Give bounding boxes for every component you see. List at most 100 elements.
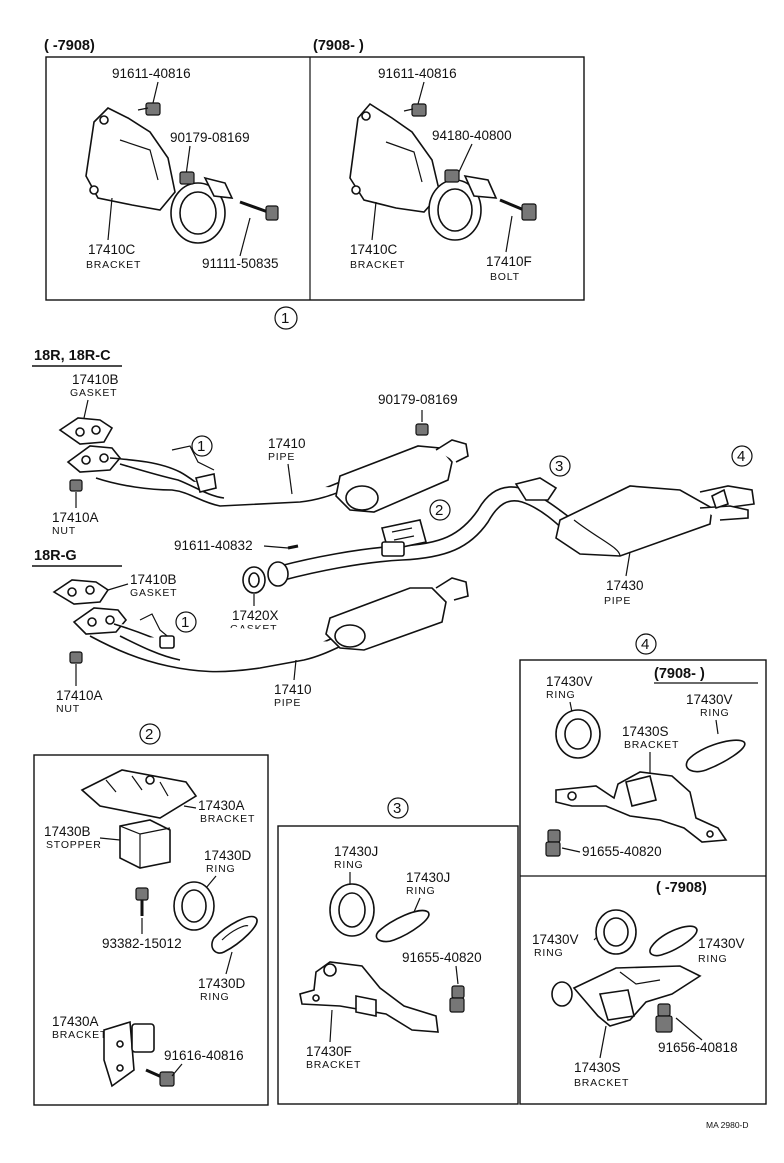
callout-1-marker: 1 — [274, 306, 298, 330]
pipe-label: PIPE — [274, 697, 301, 709]
pipe-part-number: 17430 — [606, 578, 644, 593]
nut-part-number: 17410A — [56, 688, 103, 703]
ring-icon — [595, 909, 637, 955]
leader-line — [263, 545, 289, 549]
leader-line — [371, 201, 377, 241]
bolt-part-number: 91616-40816 — [164, 1048, 244, 1063]
leader-line — [83, 399, 89, 419]
ring-icon — [173, 881, 215, 931]
gasket-part-number: 17420X — [232, 608, 279, 623]
nut-part-number: 90179-08169 — [378, 392, 458, 407]
svg-text:4: 4 — [737, 448, 745, 465]
clamp-icon — [428, 169, 498, 241]
leader-line — [152, 81, 159, 104]
panel-4-top-header: (7908- ) — [654, 666, 705, 682]
ring-part-number: 17430V — [686, 692, 733, 707]
leader-line — [171, 1063, 183, 1077]
svg-text:3: 3 — [393, 800, 401, 817]
bracket-part-number: 17430A — [52, 1014, 99, 1029]
detail-panel-3: 3 17430J RING 17430J RING 91655-40820 17… — [277, 797, 519, 1105]
pipe-part-number: 17410 — [274, 682, 312, 697]
svg-text:4: 4 — [641, 636, 649, 653]
nut-part-number: 90179-08169 — [170, 130, 250, 145]
bolt-part-number: 91655-40820 — [402, 950, 482, 965]
leader-line — [715, 719, 719, 735]
svg-text:1: 1 — [281, 310, 289, 327]
bolt-part-number: 91656-40818 — [658, 1040, 738, 1055]
nut-icon — [69, 479, 83, 492]
ring-label: RING — [200, 991, 229, 1003]
bolt-icon — [135, 887, 149, 916]
bracket-icon — [299, 961, 439, 1033]
leader-line — [99, 837, 121, 841]
bracket-part-number: 17430S — [622, 724, 669, 739]
svg-text:1: 1 — [181, 614, 189, 631]
stopper-part-number: 17430B — [44, 824, 91, 839]
callout-2-marker: 2 — [429, 499, 451, 521]
leader-line — [205, 875, 217, 889]
gasket-part-number: 17410B — [72, 372, 119, 387]
gasket-part-number: 17410B — [130, 572, 177, 587]
ring-icon — [685, 739, 746, 773]
callout-4-marker: 4 — [635, 633, 657, 655]
top-panel-frame — [45, 56, 585, 301]
intermediate-pipe — [279, 486, 579, 581]
bolt-icon — [655, 1003, 673, 1033]
leader-line — [457, 143, 473, 175]
bolt-icon — [145, 1068, 175, 1087]
leader-line — [505, 215, 513, 253]
bracket-icon — [80, 769, 198, 819]
ring-icon — [329, 883, 375, 937]
nut-part-number: 17410A — [52, 510, 99, 525]
leader-line — [185, 145, 191, 176]
bracket-label: BRACKET — [574, 1077, 629, 1089]
leader-line — [287, 463, 293, 495]
flange-icon — [72, 607, 128, 635]
bracket-label: BRACKET — [52, 1029, 107, 1041]
ring-label: RING — [206, 863, 235, 875]
nut-part-number: 94180-40800 — [432, 128, 512, 143]
leader-line — [225, 951, 233, 975]
pipe-label: PIPE — [604, 595, 631, 607]
bolt-part-number: 91611-40816 — [112, 66, 191, 81]
top-left-header: ( -7908) — [44, 38, 95, 54]
bolt-icon — [545, 829, 561, 857]
tail-muffler — [514, 477, 755, 557]
gasket-icon — [58, 417, 114, 445]
svg-text:3: 3 — [555, 458, 563, 475]
bracket-part-number: 17430A — [198, 798, 245, 813]
bracket-icon — [103, 1020, 155, 1088]
svg-text:2: 2 — [145, 726, 153, 743]
svg-text:2: 2 — [435, 502, 443, 519]
leader-line — [107, 197, 113, 241]
callout-3-marker: 3 — [549, 455, 571, 477]
leader-line — [455, 965, 459, 985]
ring-icon — [649, 925, 698, 957]
bolt-icon — [287, 544, 299, 550]
gasket-ring-icon — [242, 561, 289, 594]
svg-text:1: 1 — [197, 438, 205, 455]
engine-label-a: 18R, 18R-C — [34, 348, 111, 364]
bolt-part-number: 17410F — [486, 254, 532, 269]
top-right-header: (7908- ) — [313, 38, 364, 54]
top-detail-panel: ( -7908) (7908- ) 91611-40816 90179-0816… — [44, 38, 585, 330]
bracket-icon — [85, 107, 176, 211]
bolt-part-number: 91611-40816 — [378, 66, 457, 81]
leader-line — [599, 1025, 607, 1059]
callout-3-marker: 3 — [387, 797, 409, 819]
leader-line — [417, 81, 425, 105]
gasket-icon — [52, 579, 110, 605]
ring-part-number: 17430V — [546, 674, 593, 689]
bolt-icon — [449, 985, 465, 1013]
callout-2-marker: 2 — [139, 723, 161, 745]
detail-panel-2: 2 17430A BRACKET 17430B STOPPER 17430D R… — [33, 723, 269, 1106]
stopper-label: STOPPER — [46, 839, 102, 851]
panel-4-frame — [519, 659, 767, 1105]
bolt-icon — [499, 198, 537, 221]
pipe-label: PIPE — [268, 451, 295, 463]
muffler-lower — [325, 577, 469, 651]
muffler-upper — [335, 439, 469, 513]
panel-3-frame — [277, 825, 519, 1105]
